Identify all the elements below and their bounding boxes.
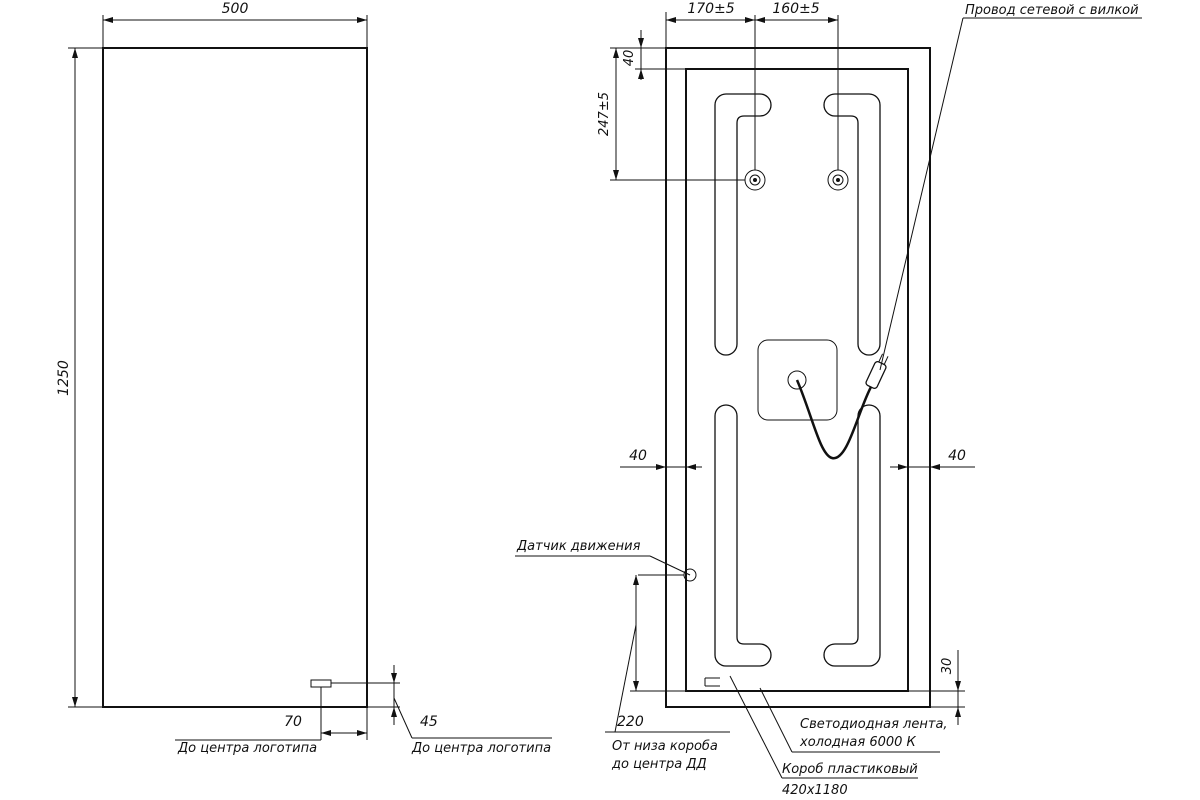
mount-vertical-dimensions: 40 247±5 — [597, 30, 745, 181]
plastic-box-callout-1: Короб пластиковый — [782, 762, 918, 777]
front-width-dimension: 500 — [102, 1, 368, 48]
mount-left-label: 170±5 — [687, 1, 734, 17]
side-left-label: 40 — [629, 448, 647, 464]
bottom-offset-dimension: 30 — [908, 650, 965, 725]
mounting-hole-right — [827, 169, 849, 191]
mounting-hole-left — [744, 169, 766, 191]
plastic-box-callout-2: 420x1180 — [782, 783, 848, 798]
junction-box — [757, 339, 838, 421]
power-cord-callout: Провод сетевой с вилкой — [965, 3, 1139, 18]
sensor-height-caption-2: до центра ДД — [611, 757, 707, 772]
led-strip — [714, 93, 881, 667]
logo-y-label: 45 — [420, 714, 438, 730]
rear-view: 170±5 160±5 40 247±5 Провод сете — [515, 1, 1142, 798]
mount-height-label: 247±5 — [597, 92, 612, 136]
mount-horizontal-dimensions: 170±5 160±5 — [665, 1, 839, 170]
sensor-height-dimension: 220 От низа короба до центра ДД — [605, 575, 730, 772]
led-segment-bottom-right — [823, 404, 881, 667]
led-segment-top-left — [714, 93, 772, 356]
mount-right-label: 160±5 — [772, 1, 819, 17]
top-offset-label: 40 — [622, 50, 637, 67]
power-plug — [865, 353, 889, 389]
connector-marks — [704, 677, 720, 687]
front-width-label: 500 — [222, 1, 249, 17]
front-view: 500 1250 70 До центра логотипа — [56, 1, 552, 756]
logo-x-caption: До центра логотипа — [177, 741, 317, 756]
led-strip-callout-1: Светодиодная лента, — [800, 717, 948, 732]
front-height-dimension: 1250 — [56, 47, 103, 708]
motion-sensor-callout: Датчик движения — [516, 539, 641, 554]
front-mirror-outline — [102, 47, 368, 708]
logo-y-caption: До центра логотипа — [411, 741, 551, 756]
logo-marker — [310, 679, 332, 688]
plastic-box-outline — [685, 68, 909, 692]
led-segment-bottom-left — [714, 404, 772, 667]
sensor-height-label: 220 — [617, 714, 644, 730]
power-cord — [795, 379, 874, 460]
side-dimensions: 40 40 — [620, 448, 975, 470]
bottom-offset-label: 30 — [940, 658, 955, 675]
rear-mirror-outline — [665, 47, 931, 708]
logo-x-dimension: 70 До центра логотипа — [175, 687, 368, 756]
sensor-height-caption-1: От низа короба — [612, 739, 718, 754]
logo-y-dimension: 45 До центра логотипа — [331, 665, 552, 756]
led-strip-callout-2: холодная 6000 К — [799, 735, 917, 750]
cord-exit — [787, 370, 807, 390]
led-segment-top-right — [823, 93, 881, 356]
logo-x-label: 70 — [284, 714, 302, 730]
side-right-label: 40 — [948, 448, 966, 464]
front-height-label: 1250 — [56, 360, 72, 396]
